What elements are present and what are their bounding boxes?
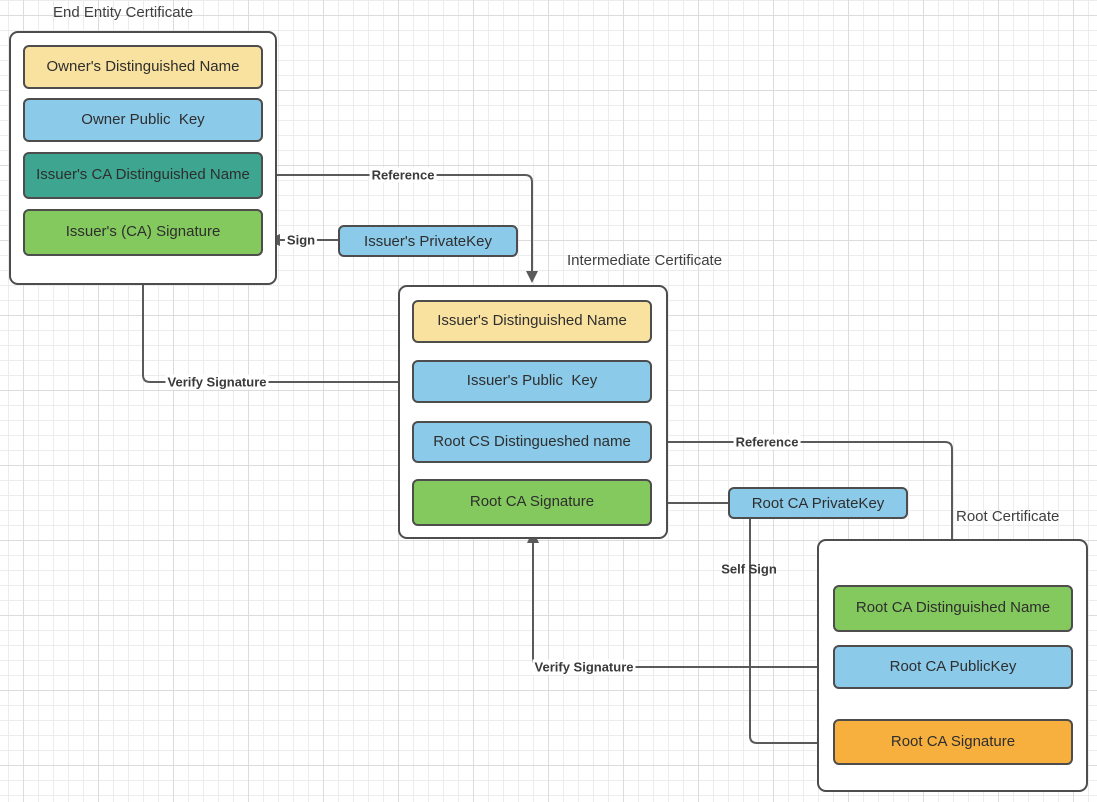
field-issuers-ca-distinguished-name: Issuer's CA Distinguished Name bbox=[23, 152, 263, 199]
connector-verify-1 bbox=[142, 273, 412, 383]
root-ca-privatekey-box: Root CA PrivateKey bbox=[728, 487, 908, 519]
issuers-privatekey-box: Issuer's PrivateKey bbox=[338, 225, 518, 257]
field-owners-distinguished-name: Owner's Distinguished Name bbox=[23, 45, 263, 89]
edge-label-verify-signature-1: Verify Signature bbox=[165, 374, 269, 390]
connector-verify-2 bbox=[532, 543, 833, 668]
end-entity-certificate-title: End Entity Certificate bbox=[53, 4, 194, 21]
root-certificate-group: Root CA Distinguished Name Root CA Publi… bbox=[817, 539, 1088, 792]
edge-label-reference-1: Reference bbox=[369, 167, 437, 183]
arrowhead-reference-1-down bbox=[526, 271, 538, 283]
edge-label-self-sign: Self Sign bbox=[721, 561, 777, 577]
edge-label-sign: Sign bbox=[284, 232, 318, 248]
edge-label-verify-signature-2: Verify Signature bbox=[532, 659, 636, 675]
intermediate-certificate-title: Intermediate Certificate bbox=[567, 252, 723, 269]
field-root-cs-distingueshed-name: Root CS Distingueshed name bbox=[412, 421, 652, 463]
field-root-ca-publickey: Root CA PublicKey bbox=[833, 645, 1073, 689]
edge-label-reference-2: Reference bbox=[733, 434, 801, 450]
field-issuers-public-key: Issuer's Public Key bbox=[412, 360, 652, 403]
end-entity-certificate-group: Owner's Distinguished Name Owner Public … bbox=[9, 31, 277, 285]
field-root-ca-distinguished-name: Root CA Distinguished Name bbox=[833, 585, 1073, 632]
field-issuers-ca-signature: Issuer's (CA) Signature bbox=[23, 209, 263, 256]
root-certificate-title: Root Certificate bbox=[956, 508, 1060, 525]
field-root-ca-signature-root: Root CA Signature bbox=[833, 719, 1073, 765]
field-owner-public-key: Owner Public Key bbox=[23, 98, 263, 142]
field-root-ca-signature-intermediate: Root CA Signature bbox=[412, 479, 652, 526]
intermediate-certificate-group: Issuer's Distinguished Name Issuer's Pub… bbox=[398, 285, 668, 539]
connector-self-sign bbox=[749, 519, 819, 744]
field-issuers-distinguished-name: Issuer's Distinguished Name bbox=[412, 300, 652, 343]
